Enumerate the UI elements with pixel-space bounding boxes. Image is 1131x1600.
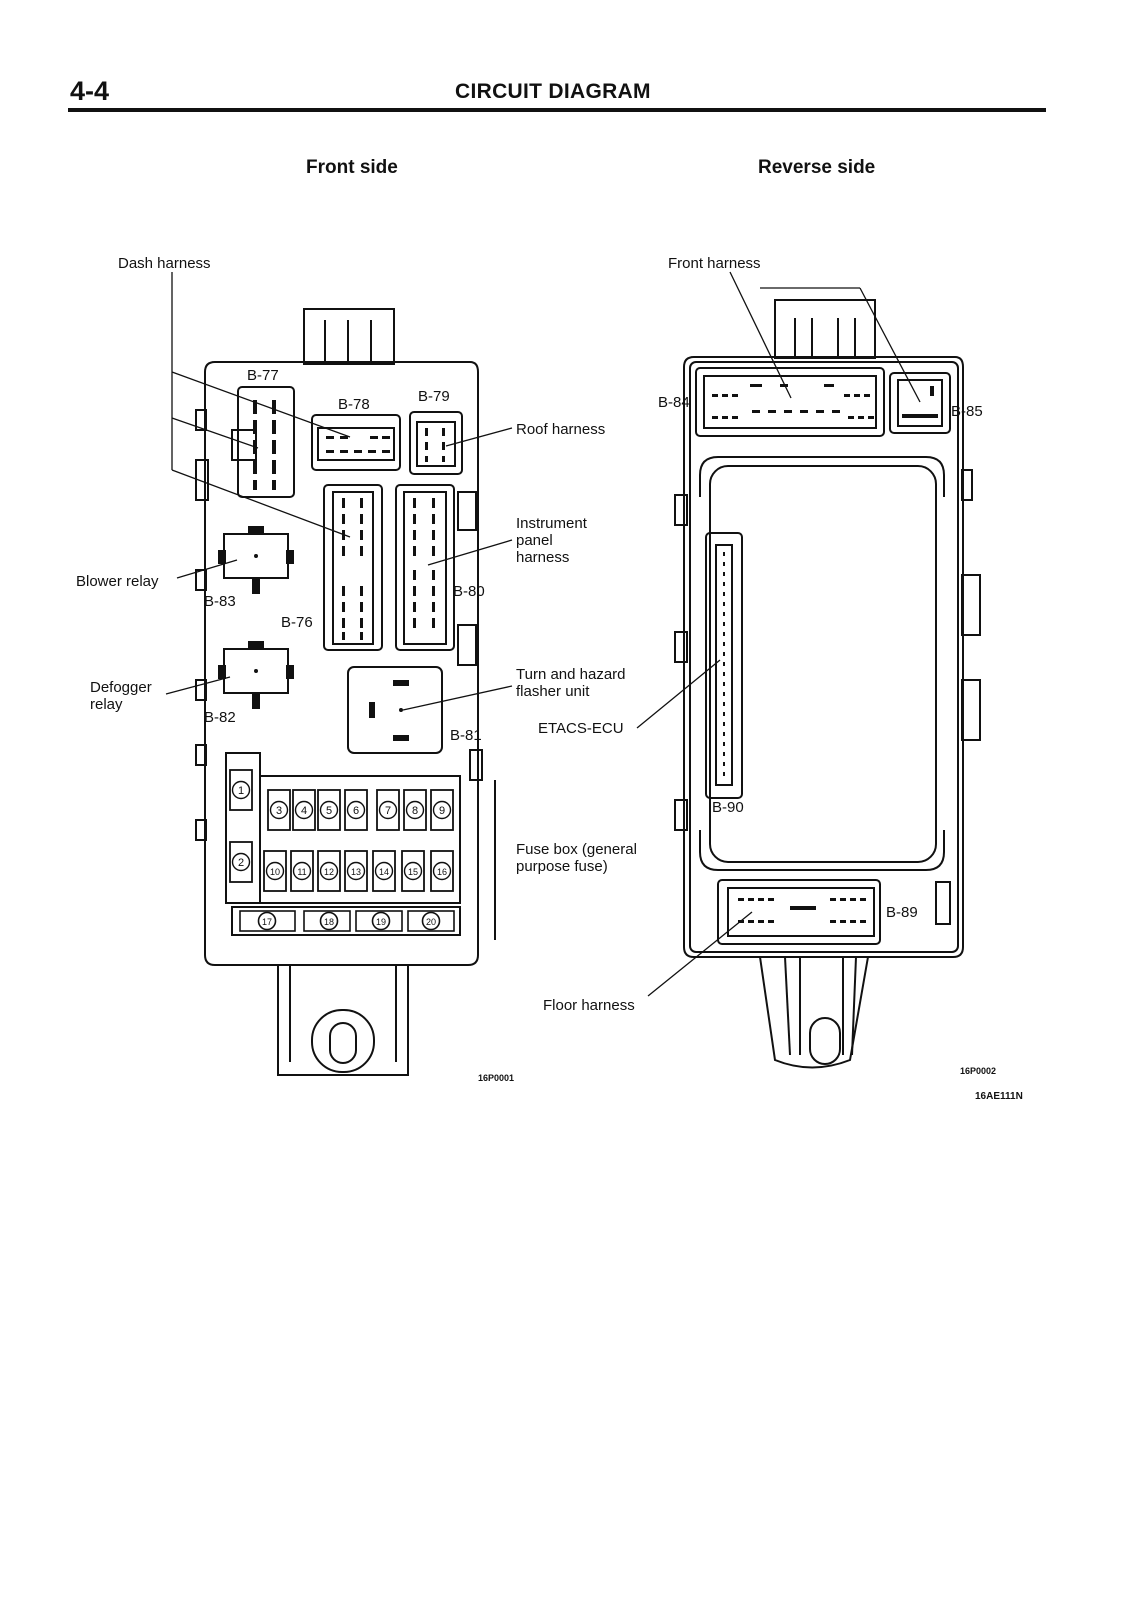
fuse-box: [225, 752, 496, 940]
fuse-number: 19: [376, 917, 386, 927]
connector-label: B-84: [658, 394, 690, 411]
fuse-number: 13: [351, 867, 361, 877]
fuse-number: 8: [412, 805, 418, 817]
fuse-number: 5: [326, 805, 332, 817]
connector-b85: [889, 372, 951, 434]
header-rule: [68, 108, 1046, 112]
turn-hazard-flasher-label: Turn and hazard: [516, 666, 626, 683]
instrument-panel-harness-label: Instrument: [516, 515, 588, 532]
fuse-box-label: purpose fuse): [516, 858, 608, 875]
reverse-labels: Front harness ETACS-ECU Floor harness B-…: [538, 255, 983, 1014]
defogger-relay-b82: [217, 640, 295, 710]
fuse-number: 17: [262, 917, 272, 927]
connector-b76: [323, 484, 383, 651]
front-fuse-block: [195, 308, 483, 1076]
etacs-ecu-label: ETACS-ECU: [538, 720, 624, 737]
connector-label: B-80: [453, 583, 485, 600]
connector-label: B-83: [204, 593, 236, 610]
connector-label: B-79: [418, 388, 450, 405]
reverse-fuse-block: [674, 299, 981, 1069]
floor-harness-label: Floor harness: [543, 997, 635, 1014]
reverse-leader-lines: [636, 271, 921, 997]
connector-label: B-81: [450, 727, 482, 744]
reverse-side-heading: Reverse side: [758, 157, 876, 178]
page-header: 4-4 CIRCUIT DIAGRAM: [0, 0, 1131, 120]
fuse-number: 16: [437, 867, 447, 877]
fuse-number: 7: [385, 805, 391, 817]
connector-b89: [717, 879, 881, 945]
roof-harness-label: Roof harness: [516, 421, 605, 438]
connector-b84: [695, 367, 885, 437]
front-side-heading: Front side: [306, 157, 398, 178]
flasher-unit-b81: [347, 666, 443, 754]
fuse-number: 9: [439, 805, 445, 817]
fuse-number: 4: [301, 805, 307, 817]
fuse-number: 2: [238, 857, 244, 869]
front-labels: Dash harness Roof harness Instrument pan…: [76, 255, 637, 875]
fuse-number: 11: [297, 867, 306, 877]
connector-label: B-85: [951, 403, 983, 420]
connector-label: B-89: [886, 904, 918, 921]
connector-label: B-82: [204, 709, 236, 726]
blower-relay-b83: [217, 525, 295, 595]
fuse-number: 15: [408, 867, 418, 877]
fuse-number: 3: [276, 805, 282, 817]
instrument-panel-harness-label: panel: [516, 532, 553, 549]
fuse-row-3: [239, 910, 455, 932]
page-title: CIRCUIT DIAGRAM: [455, 80, 651, 103]
connector-b90: [705, 532, 743, 799]
connector-label: B-76: [281, 614, 313, 631]
fuse-number: 14: [379, 867, 389, 877]
fuse-number: 12: [324, 867, 334, 877]
connector-b78: [311, 414, 401, 471]
fuse-number: 20: [426, 917, 436, 927]
fuse-box-label: Fuse box (general: [516, 841, 637, 858]
fuse-number: 18: [324, 917, 334, 927]
dash-harness-label: Dash harness: [118, 255, 211, 272]
fuse-number: 10: [270, 867, 280, 877]
page-number: 4-4: [70, 76, 110, 106]
fuse-row-1: [229, 769, 454, 831]
blower-relay-label: Blower relay: [76, 573, 159, 590]
front-leader-lines: [165, 272, 513, 711]
front-figure-code: 16P0001: [478, 1073, 514, 1083]
fuse-number: 1: [238, 785, 244, 797]
fuse-number: 6: [353, 805, 359, 817]
turn-hazard-flasher-label: flasher unit: [516, 683, 590, 700]
fuse-numbers: 1 3 4 5 6 7 8 9 2 10 11 12 13 14 15 16 1…: [238, 785, 447, 927]
reverse-figure-code: 16P0002: [960, 1066, 996, 1076]
page-code: 16AE111N: [975, 1091, 1023, 1102]
front-harness-label: Front harness: [668, 255, 761, 272]
connector-b79: [409, 411, 463, 475]
connector-label: B-77: [247, 367, 279, 384]
connector-b80: [395, 484, 477, 666]
instrument-panel-harness-label: harness: [516, 549, 569, 566]
reverse-side-clip: [935, 881, 951, 925]
defogger-relay-label: Defogger: [90, 679, 152, 696]
fuse-row-2: [229, 841, 454, 892]
connector-label: B-78: [338, 396, 370, 413]
defogger-relay-label: relay: [90, 696, 123, 713]
connector-label: B-90: [712, 799, 744, 816]
